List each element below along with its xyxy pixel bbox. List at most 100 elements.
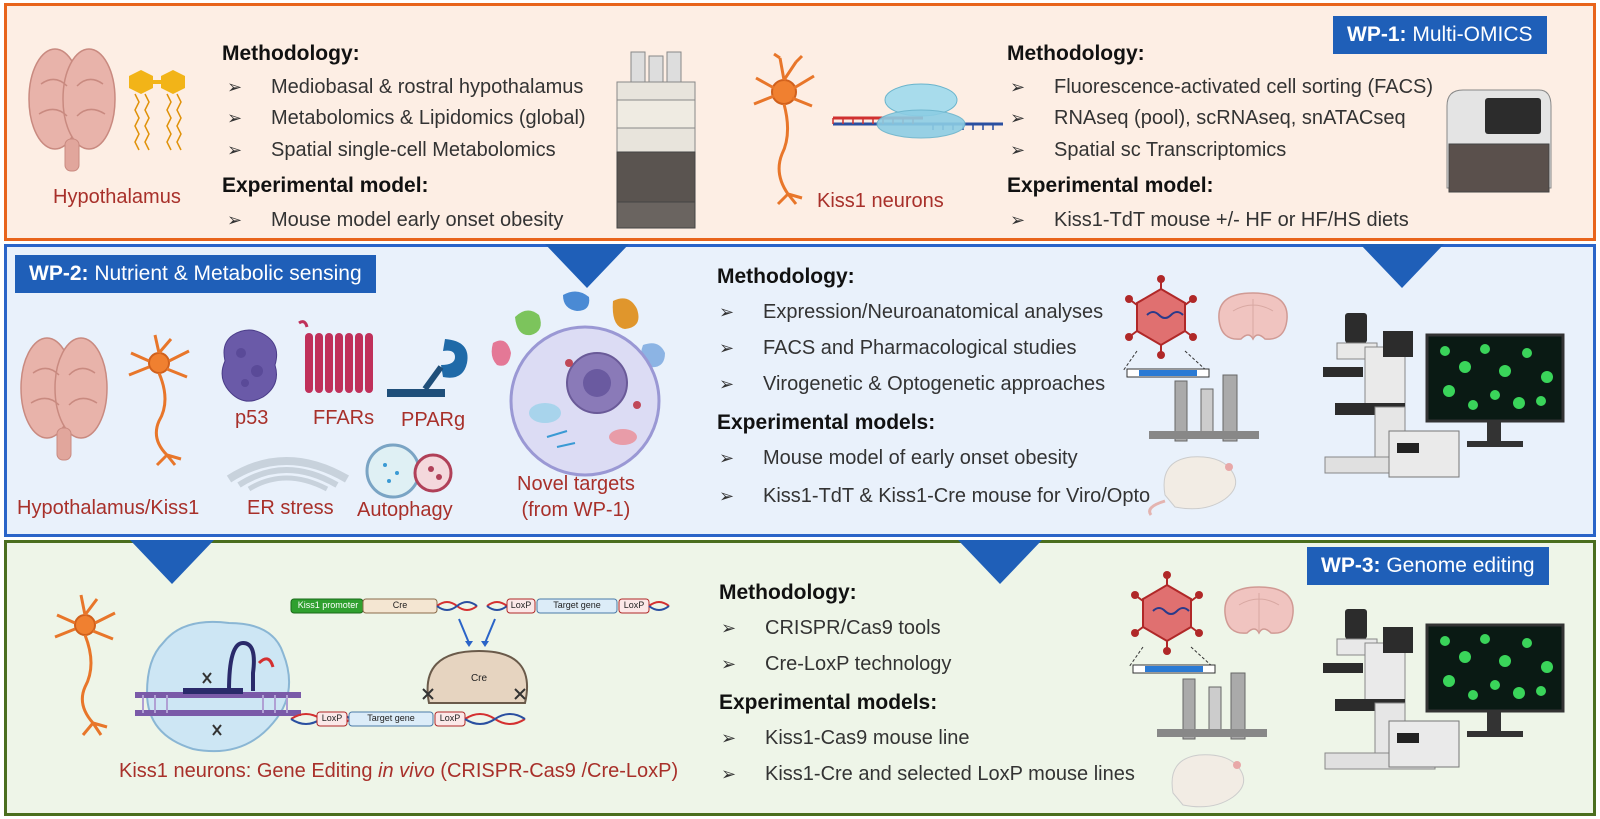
brain-slice-icon — [1218, 292, 1288, 341]
wp1-left-method-2-text: Metabolomics & Lipidomics (global) — [271, 107, 586, 129]
wp2-method-1-text: Expression/Neuroanatomical analyses — [763, 301, 1104, 323]
p53-label: p53 — [235, 407, 269, 429]
ribosome-mrna-icon — [832, 83, 1003, 139]
wp1-left-model-title: Experimental model: — [222, 174, 429, 197]
wp3-method-1: ➢ CRISPR/Cas9 tools — [721, 617, 941, 640]
construct-target-gene-label-1: Target gene — [553, 600, 601, 610]
wp2-panel: WP-2: Nutrient & Metabolic sensing Hypot… — [4, 244, 1596, 537]
wp1-left-model-1: ➢ Mouse model early onset obesity — [227, 209, 563, 232]
arrow-icon: ➢ — [721, 764, 737, 784]
er-stress-label: ER stress — [247, 497, 334, 519]
wp3-method-1-text: CRISPR/Cas9 tools — [765, 617, 941, 639]
wp3-caption: Kiss1 neurons: Gene Editing in vivo (CRI… — [119, 760, 678, 783]
arrow-icon: ➢ — [719, 448, 735, 468]
wp1-panel: WP-1: Multi-OMICS Hypothalamus Methodolo… — [4, 3, 1596, 241]
cre-protein-shape — [426, 649, 528, 704]
er-stress-icon — [226, 457, 350, 492]
wp1-right-methodology-title: Methodology: — [1007, 42, 1145, 65]
fluorescence-monitor-icon — [1388, 333, 1565, 478]
wp3-method-2-text: Cre-LoxP technology — [765, 653, 952, 675]
wp1-left-method-1-text: Mediobasal & rostral hypothalamus — [271, 76, 584, 98]
target-gene-box — [536, 598, 618, 614]
arrow-icon: ➢ — [719, 302, 735, 322]
wp3-model-1-text: Kiss1-Cas9 mouse line — [765, 727, 970, 749]
pparg-receptor-icon — [387, 339, 468, 397]
novel-targets-label: Novel targets (from WP-1) — [517, 471, 635, 523]
wp2-method-2-text: FACS and Pharmacological studies — [763, 337, 1077, 359]
novel-targets-line-1: Novel targets — [517, 473, 635, 495]
arrow-icon: ➢ — [721, 654, 737, 674]
viral-vector-icon — [1128, 571, 1216, 674]
sequencer-icon — [1446, 89, 1552, 193]
neuron-icon — [54, 594, 116, 736]
wp3-model-2-text: Kiss1-Cre and selected LoxP mouse lines — [765, 763, 1135, 785]
neuron-icon — [128, 334, 190, 467]
wp2-methodology-title: Methodology: — [717, 265, 855, 288]
stereotaxic-mouse-icon — [1148, 374, 1259, 516]
wp1-left-method-1: ➢ Mediobasal & rostral hypothalamus — [227, 76, 583, 99]
wp2-badge-title: Nutrient & Metabolic sensing — [88, 262, 362, 285]
brain-slice-icon — [1224, 586, 1294, 635]
wp3-model-2: ➢ Kiss1-Cre and selected LoxP mouse lines — [721, 763, 1135, 786]
cell-icon — [491, 291, 665, 477]
wp2-method-3: ➢Virogenetic & Optogenetic approaches — [719, 373, 1105, 396]
wp1-badge-id: WP-1: — [1347, 23, 1407, 46]
wp1-right-method-3: ➢ Spatial sc Transcriptomics — [1010, 139, 1286, 162]
arrow-icon: ➢ — [227, 140, 243, 160]
wp3-badge-title: Genome editing — [1380, 554, 1535, 577]
loxp-box — [316, 711, 348, 727]
hypothalamus-kiss1-label: Hypothalamus/Kiss1 — [17, 497, 200, 519]
wp3-caption-post: (CRISPR-Cas9 /Cre-LoxP) — [434, 760, 679, 782]
flow-arrow-icon — [130, 540, 214, 584]
mass-spectrometer-icon — [616, 51, 696, 229]
wp3-methodology-title: Methodology: — [719, 581, 857, 604]
arrow-icon: ➢ — [227, 108, 243, 128]
wp1-left-method-3: ➢Spatial single-cell Metabolomics — [227, 139, 556, 162]
brain-icon — [28, 48, 116, 172]
flow-arrow-icon — [545, 244, 629, 288]
wp3-badge: WP-3: Genome editing — [1307, 547, 1549, 585]
construct-loxp-label-3: LoxP — [321, 713, 343, 723]
arrow-icon: ➢ — [1010, 140, 1026, 160]
ffar-receptor-icon — [298, 320, 373, 393]
flow-arrow-icon — [1360, 244, 1444, 288]
arrow-icon: ➢ — [1010, 108, 1026, 128]
arrow-icon: ➢ — [721, 728, 737, 748]
arrow-icon: ➢ — [721, 618, 737, 638]
ffars-label: FFARs — [313, 407, 375, 429]
wp3-caption-em: in vivo — [378, 760, 435, 782]
wp1-right-method-1-text: Fluorescence-activated cell sorting (FAC… — [1054, 76, 1434, 98]
wp1-left-model-1-text: Mouse model early onset obesity — [271, 209, 564, 231]
wp1-right-model-title: Experimental model: — [1007, 174, 1214, 197]
construct-cre-protein-label: Cre — [470, 673, 488, 684]
target-gene-box — [348, 711, 434, 727]
lipid-icon — [129, 70, 185, 151]
wp2-model-2: ➢Kiss1-TdT & Kiss1-Cre mouse for Viro/Op… — [719, 485, 1150, 508]
wp1-right-model-1: ➢Kiss1-TdT mouse +/- HF or HF/HS diets — [1010, 209, 1409, 232]
construct-target-gene-label-2: Target gene — [367, 713, 415, 723]
arrow-icon: ➢ — [719, 338, 735, 358]
wp3-model-title: Experimental models: — [719, 691, 938, 714]
arrow-icon: ➢ — [719, 374, 735, 394]
arrow-icon: ➢ — [1010, 210, 1026, 230]
arrow-icon: ➢ — [227, 210, 243, 230]
pparg-label: PPARg — [401, 409, 466, 431]
wp3-model-1: ➢ Kiss1-Cas9 mouse line — [721, 727, 970, 750]
p53-protein-icon — [221, 329, 278, 402]
stereotaxic-mouse-icon — [1157, 672, 1267, 808]
viral-vector-icon — [1122, 275, 1210, 378]
wp1-badge: WP-1: Multi-OMICS — [1333, 16, 1547, 54]
arrow-icon: ➢ — [227, 77, 243, 97]
wp1-right-method-3-text: Spatial sc Transcriptomics — [1054, 139, 1287, 161]
loxp-box — [506, 598, 536, 614]
wp3-method-2: ➢ Cre-LoxP technology — [721, 653, 951, 676]
wp1-right-method-1: ➢Fluorescence-activated cell sorting (FA… — [1010, 76, 1433, 99]
wp3-badge-id: WP-3: — [1321, 554, 1381, 577]
construct-promoter-label: Kiss1 promoter — [297, 600, 359, 610]
wp2-badge-id: WP-2: — [29, 262, 89, 285]
construct-loxp-label-4: LoxP — [439, 713, 461, 723]
wp2-model-1: ➢Mouse model of early onset obesity — [719, 447, 1078, 470]
hypothalamus-label: Hypothalamus — [53, 186, 181, 208]
wp3-caption-pre: Kiss1 neurons: Gene Editing — [119, 760, 379, 782]
wp2-model-2-text: Kiss1-TdT & Kiss1-Cre mouse for Viro/Opt… — [763, 485, 1151, 507]
